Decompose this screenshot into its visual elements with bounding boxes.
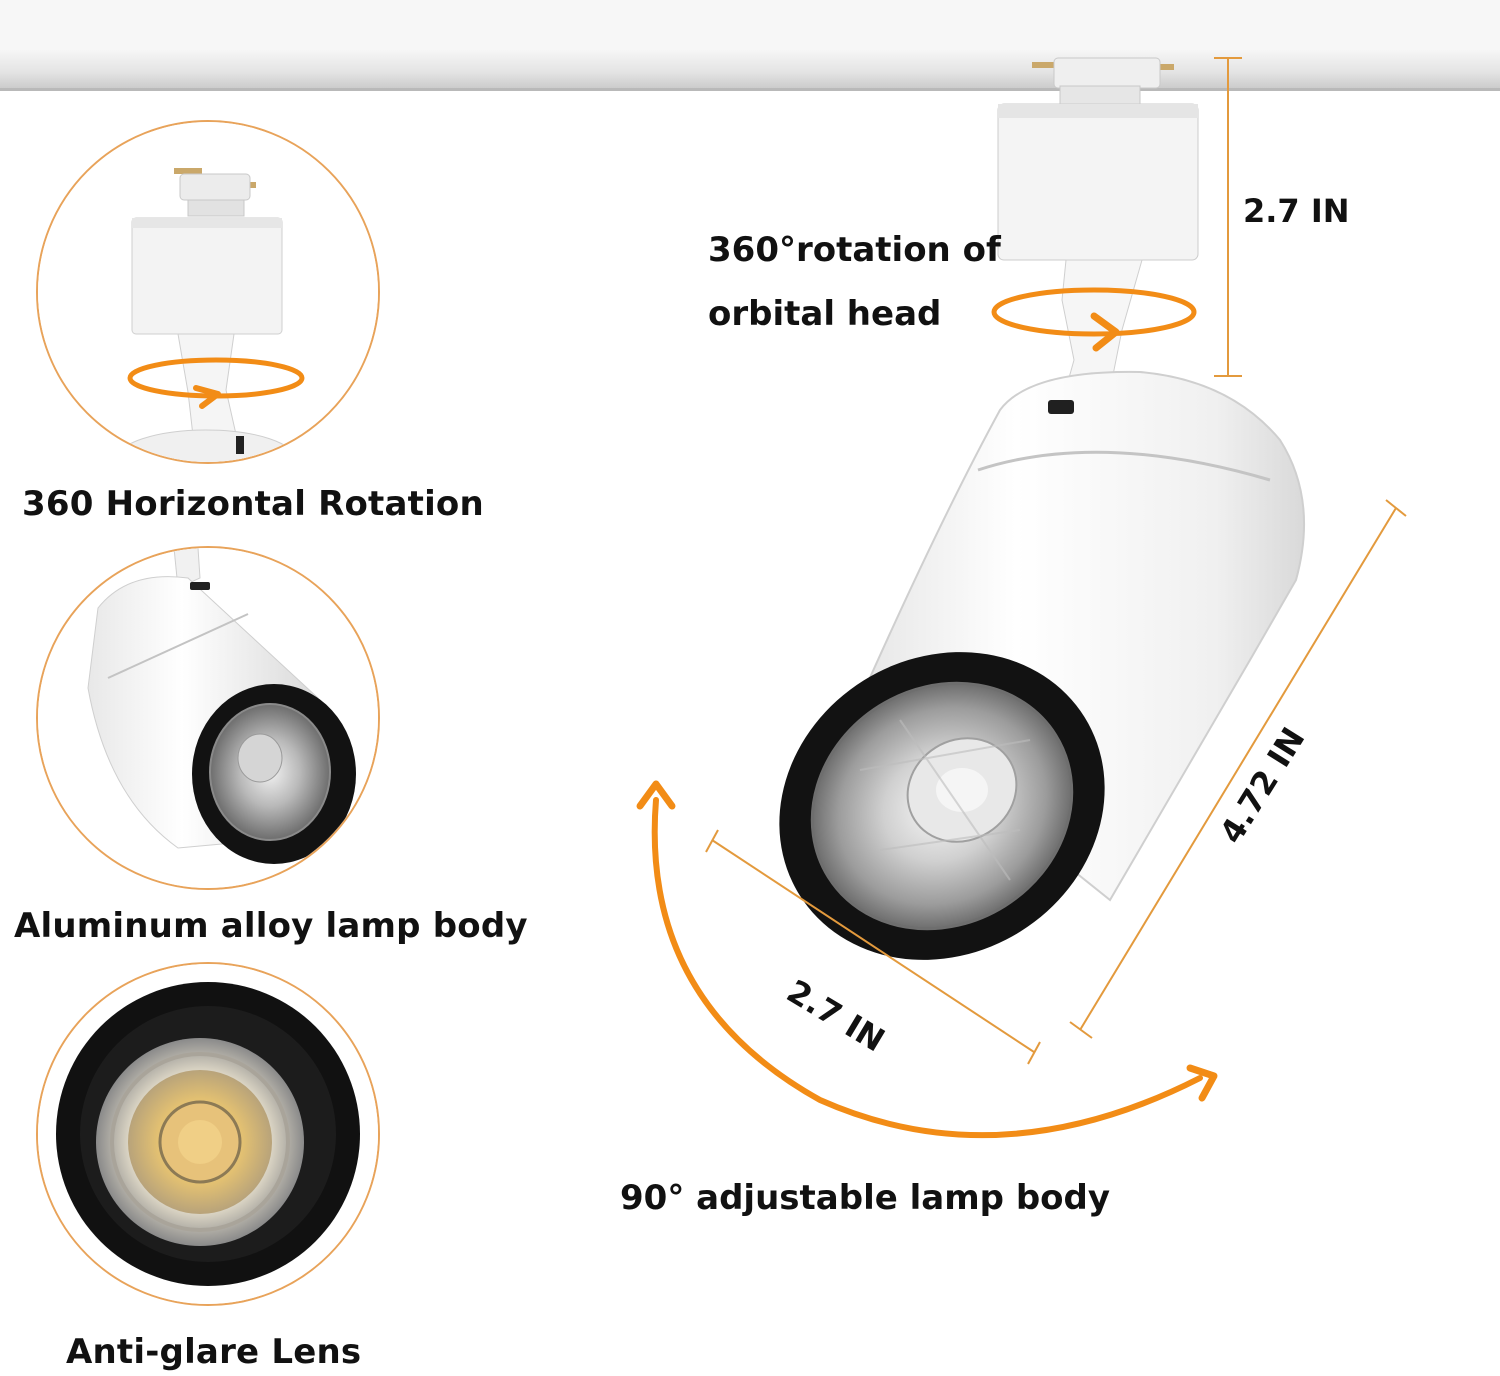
height-dimension-line: [1214, 57, 1242, 377]
feature-caption-lens: Anti-glare Lens: [66, 1332, 362, 1372]
horizontal-rotation-icon: [38, 122, 378, 462]
length-dimension-line: [1069, 499, 1407, 1039]
anti-glare-lens-circle: [36, 962, 380, 1306]
lamp-body-circle: [36, 546, 380, 890]
orbital-rotation-label-line1: 360°rotation of: [708, 230, 1001, 270]
orbital-rotation-arrow-icon: [991, 287, 1197, 352]
horizontal-rotation-circle: [36, 120, 380, 464]
feature-caption-body: Aluminum alloy lamp body: [14, 906, 528, 946]
height-dimension-label: 2.7 IN: [1243, 192, 1350, 230]
feature-caption-rotation: 360 Horizontal Rotation: [22, 484, 484, 524]
anti-glare-lens-icon: [38, 964, 378, 1304]
adjust-angle-arrow-icon: [636, 780, 1218, 1139]
adjustable-angle-label: 90° adjustable lamp body: [620, 1178, 1111, 1218]
lamp-body-icon: [38, 548, 378, 888]
track-light-main-illustration: [636, 57, 1407, 1139]
diameter-dimension-line: [705, 829, 1041, 1065]
track-connector: [997, 57, 1199, 261]
lamp-body: [779, 370, 1306, 960]
orbital-rotation-label-line2: orbital head: [708, 294, 942, 334]
